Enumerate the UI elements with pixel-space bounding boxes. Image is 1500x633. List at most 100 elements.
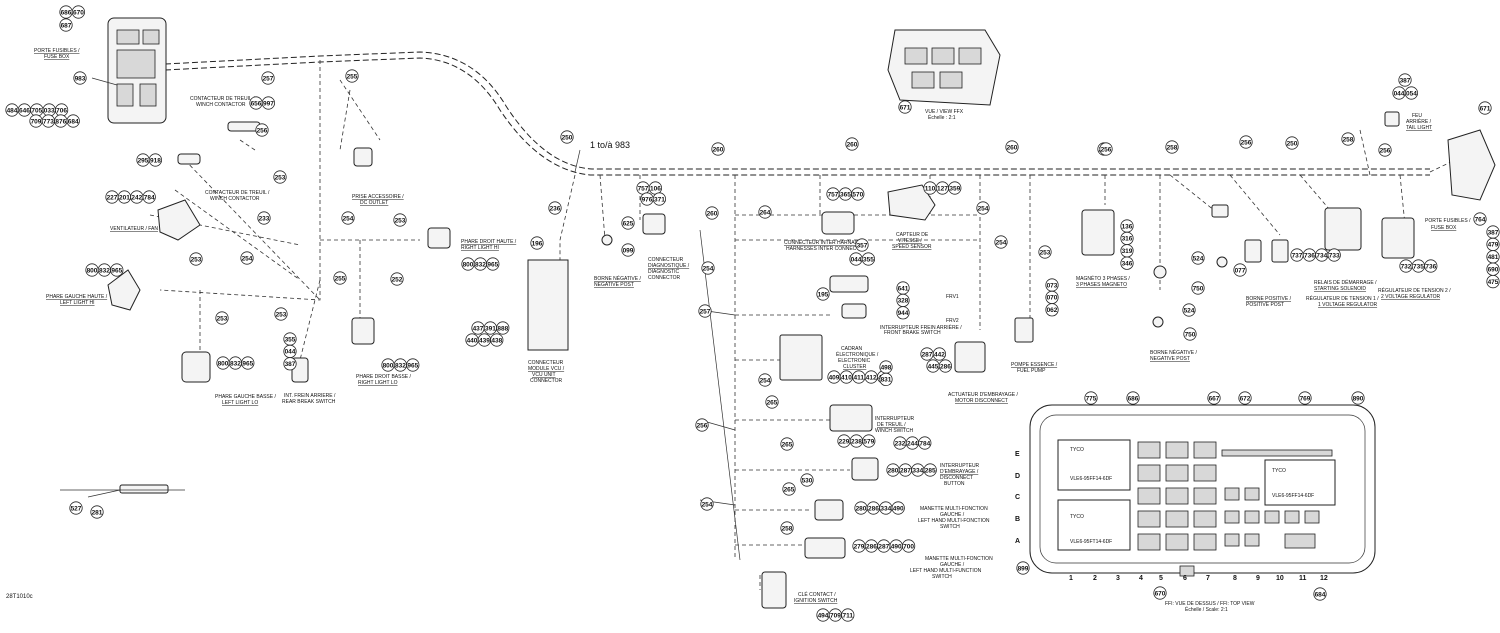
text-layer: 28T1010c 1 to/à 983 PORTE FUSIBLES / FUS…	[6, 48, 1471, 613]
label-tail-1: FEU	[1412, 113, 1422, 119]
label-hi-left-fr: PHARE GAUCHE HAUTE /	[46, 294, 108, 300]
svg-text:136: 136	[1122, 223, 1133, 230]
svg-text:800: 800	[218, 360, 229, 367]
svg-text:646: 646	[19, 107, 30, 114]
grid-row-c: C	[1015, 494, 1020, 501]
label-mf-right-4: SWITCH	[940, 524, 960, 530]
label-frv1: FRV1	[946, 294, 959, 300]
svg-text:252: 252	[392, 276, 403, 283]
callout-vcu-row2-1: 439	[477, 333, 491, 347]
label-mf-left-1: MANETTE MULTI-FONCTION	[925, 556, 993, 562]
label-fuel-en: FUEL PUMP	[1017, 368, 1046, 374]
svg-text:359: 359	[949, 185, 960, 192]
callout-mf-right-3: 490	[891, 501, 905, 515]
label-diag-1: CONNECTEUR	[648, 257, 684, 263]
callout-fuse-row1-2: 705	[30, 103, 44, 117]
svg-text:253: 253	[217, 315, 228, 322]
label-inter-fr: CONNECTEUR INTER HARNAIS /	[784, 240, 863, 246]
svg-text:769: 769	[1300, 395, 1311, 402]
callout-start-0: 280	[886, 463, 900, 477]
label-fuse-box-en: FUSE BOX	[44, 54, 70, 60]
wire-number-w253c: 253	[189, 252, 203, 266]
svg-text:258: 258	[782, 525, 793, 532]
callout-641-0: 641	[896, 281, 910, 295]
svg-text:334: 334	[880, 505, 891, 512]
callout-motor-row1-1: 442	[932, 347, 947, 361]
svg-text:195: 195	[818, 291, 829, 298]
label-start-sw-2: D'EMBRAYAGE /	[940, 469, 979, 475]
callout-magneto-2: 319	[1120, 244, 1134, 258]
callout-hi-right-0: 800	[461, 257, 475, 271]
svg-text:670: 670	[73, 9, 84, 16]
grid-col-4: 4	[1139, 575, 1143, 582]
callout-magneto-3: 346	[1120, 256, 1134, 270]
callout-vcu-row1-0: 437	[471, 321, 485, 335]
callout-hi-right-2: 965	[486, 257, 500, 271]
svg-text:265: 265	[784, 486, 795, 493]
label-mf-left-3: LEFT HAND MULTI-FUNCTION	[910, 568, 982, 574]
svg-text:918: 918	[150, 157, 161, 164]
fuse-box-view-component	[887, 29, 1001, 106]
label-tyco-pn-2: VLE6-95FT14-6DF	[1070, 539, 1112, 545]
label-brake-en: REAR BREAK SWITCH	[282, 399, 336, 405]
svg-text:286: 286	[866, 543, 877, 550]
callout-rear-col-0: 387	[1486, 225, 1500, 239]
callout-zoom-684: 684	[1313, 587, 1327, 601]
callout-winch-right-1: 244	[905, 436, 920, 450]
grid-col-7: 7	[1206, 575, 1210, 582]
callout-fuse-row2-3: 684	[66, 114, 80, 128]
label-mf-right-1: MANETTE MULTI-FONCTION	[920, 506, 988, 512]
label-speed-3: SPEED SENSOR	[892, 244, 932, 250]
svg-text:440: 440	[467, 337, 478, 344]
label-speed-1: CAPTEUR DE	[896, 232, 929, 238]
wire-number-w258: 258	[1165, 140, 1179, 154]
label-diag-2: DIAGNOSTIQUE /	[648, 263, 690, 269]
wire-number-w253a: 253	[273, 170, 287, 184]
svg-text:254: 254	[996, 239, 1007, 246]
grid-col-5: 5	[1159, 575, 1163, 582]
svg-text:442: 442	[934, 351, 945, 358]
svg-text:484: 484	[7, 107, 18, 114]
grid-row-e: E	[1015, 451, 1020, 458]
callout-ecu-right-1: 831	[879, 372, 893, 386]
svg-text:775: 775	[1086, 395, 1097, 402]
callout-contactor-0: 656	[249, 96, 263, 110]
svg-text:281: 281	[92, 509, 103, 516]
svg-text:764: 764	[1475, 216, 1486, 223]
label-mf-right-3: LEFT HAND MULTI-FONCTION	[918, 518, 990, 524]
svg-text:832: 832	[99, 267, 110, 274]
wire-number-w530: 530	[800, 473, 814, 487]
callout-rear-col-2: 481	[1486, 250, 1500, 264]
wire-number-w258c: 258	[780, 521, 794, 535]
label-pos-fr: BORNE POSITIVE /	[1246, 296, 1292, 302]
main-label: 1 to/à 983	[590, 140, 630, 150]
svg-text:286: 286	[868, 505, 879, 512]
label-fan: VENTILATEUR / FAN	[110, 226, 158, 232]
fuse-box-left	[91, 17, 167, 124]
label-ecu-4: CLUSTER	[843, 364, 867, 370]
callout-contactor-1: 997	[261, 96, 275, 110]
main-harness	[164, 51, 1430, 176]
callout-357-row-1: 355	[861, 252, 876, 266]
svg-text:705: 705	[31, 107, 42, 114]
svg-text:671: 671	[1480, 105, 1491, 112]
label-magneto-en: 3 PHASES MAGNETO	[1076, 282, 1127, 288]
svg-text:976: 976	[642, 196, 653, 203]
svg-text:800: 800	[383, 362, 394, 369]
label-reg-en: 1 VOLTAGE REGULATOR	[1318, 302, 1377, 308]
label-winch-sw-1: INTERRUPTEUR	[875, 416, 915, 422]
wire-number-w527: 527	[69, 501, 83, 515]
callout-mf-right-0: 280	[854, 501, 868, 515]
callout-magneto-1: 316	[1120, 231, 1134, 245]
svg-text:236: 236	[550, 205, 561, 212]
callout-zoom-775: 775	[1084, 391, 1098, 405]
grid-row-a: A	[1015, 538, 1020, 545]
label-tyco-3: TYCO	[1272, 468, 1286, 474]
grid-col-9: 9	[1256, 575, 1260, 582]
svg-text:316: 316	[1122, 236, 1133, 243]
callout-sensor-0: 295	[136, 153, 150, 167]
callout-inter-2: 570	[851, 187, 865, 201]
label-lo-left-fr: PHARE GAUCHE BASSE /	[215, 394, 276, 400]
wire-number-w256d: 256	[1239, 135, 1253, 149]
svg-text:044: 044	[851, 256, 862, 263]
